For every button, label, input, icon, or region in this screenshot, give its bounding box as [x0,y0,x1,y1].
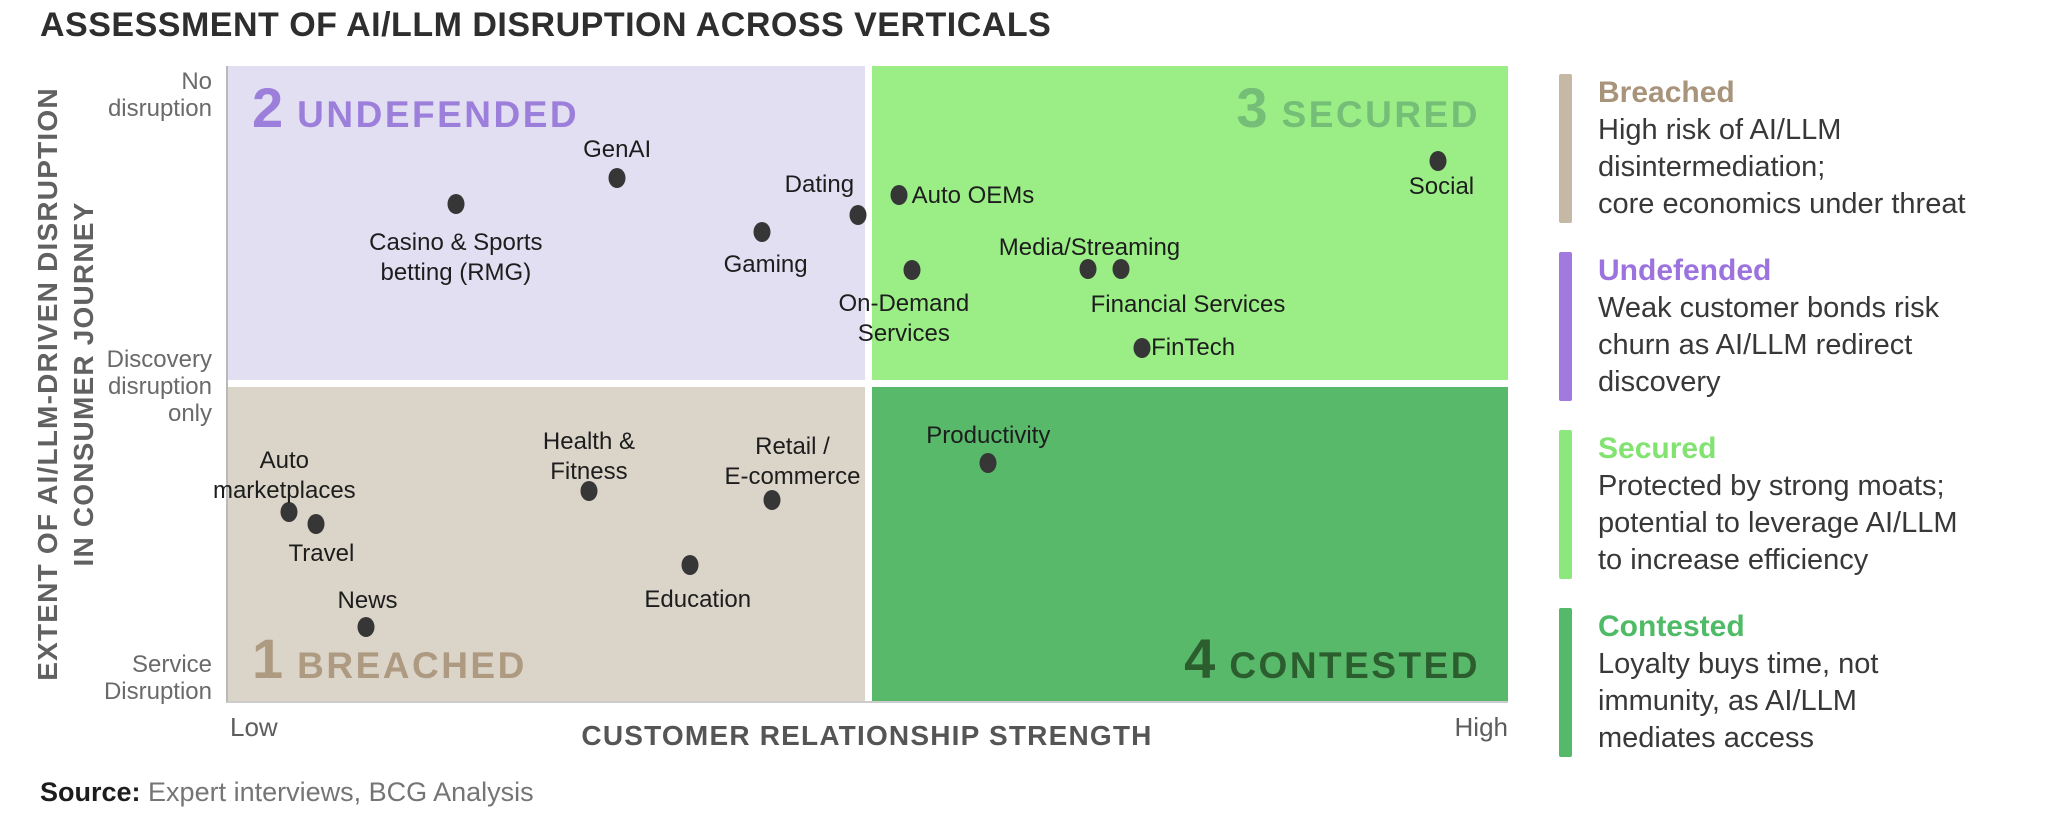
quadrant-plot: 2 UNDEFENDED 3 SECURED 1 BREACHED 4 [213,66,1508,703]
quadrant-number: 4 [1184,627,1216,690]
legend-description-contested: Loyalty buys time, not immunity, as AI/L… [1598,648,1879,754]
point-label-fintech: FinTech [1151,333,1236,361]
point-dot-casino-sports-betting-rmg [447,193,465,214]
point-dot-education [681,555,699,576]
quadrant-breached: 1 BREACHED [228,387,865,701]
point-dot-financial-services [1112,258,1130,279]
x-axis-title: CUSTOMER RELATIONSHIP STRENGTH [581,720,1153,751]
point-label-social: Social [1408,172,1475,200]
point-dot-auto-marketplaces [280,501,298,522]
point-label-health-fitness: Health & Fitness [542,427,635,485]
source-text: Expert interviews, BCG Analysis [148,777,534,807]
point-label-auto-oems: Auto OEMs [911,181,1035,209]
quadrant-secured: 3 SECURED [871,66,1508,380]
quadrant-secured-label: 3 SECURED [1236,80,1480,136]
y-tick-service-disruption: Service Disruption [103,651,212,705]
quadrant-name: UNDEFENDED [297,94,580,135]
quadrant-name: BREACHED [297,645,527,686]
point-dot-fintech [1133,337,1151,358]
legend-color-bar-contested [1559,608,1572,757]
quadrant-grid: 2 UNDEFENDED 3 SECURED 1 BREACHED 4 [228,66,1508,701]
source-line: Source: Expert interviews, BCG Analysis [40,777,534,808]
legend-heading-contested: Contested [1598,610,1745,643]
point-dot-on-demand-services [903,260,921,281]
quadrant-name: SECURED [1281,94,1480,135]
quadrant-number: 3 [1236,76,1268,139]
legend-description-undefended: Weak customer bonds risk churn as AI/LLM… [1598,292,1940,398]
point-label-retail-e-commerce: Retail / E-commerce [724,432,861,490]
point-label-financial-services: Financial Services [1090,291,1286,319]
point-dot-gaming [753,221,771,242]
point-label-auto-marketplaces: Auto marketplaces [212,446,356,504]
x-tick-low: Low [230,712,278,742]
point-label-gaming: Gaming [723,251,808,279]
point-label-on-demand-services: On-Demand Services [838,290,970,348]
point-dot-productivity [979,452,997,473]
y-tick-discovery-disruption-only: Discovery disruption only [106,346,212,427]
source-label: Source: [40,777,141,807]
point-dot-health-fitness [580,481,598,502]
point-dot-genai [608,168,626,189]
quadrant-name: CONTESTED [1229,645,1480,686]
quadrant-contested: 4 CONTESTED [871,387,1508,701]
point-label-education: Education [644,586,752,614]
legend-heading-secured: Secured [1598,432,1717,465]
quadrant-contested-label: 4 CONTESTED [1184,631,1480,687]
point-label-dating: Dating [784,170,855,198]
legend-description-secured: Protected by strong moats; potential to … [1598,470,1958,576]
y-tick-no-disruption: No disruption [107,68,212,122]
point-dot-retail-e-commerce [763,489,781,510]
point-label-casino-sports-betting-rmg: Casino & Sports betting (RMG) [369,229,543,287]
legend-heading-undefended: Undefended [1598,254,1772,287]
point-label-productivity: Productivity [926,421,1051,449]
legend-heading-breached: Breached [1598,76,1735,109]
page-title: ASSESSMENT OF AI/LLM DISRUPTION ACROSS V… [40,6,1052,44]
point-dot-auto-oems [890,184,908,205]
point-dot-media-streaming [1079,258,1097,279]
point-dot-social [1429,150,1447,171]
quadrant-number: 2 [252,76,284,139]
legend-color-bar-undefended [1559,252,1572,401]
legend-description-breached: High risk of AI/LLM disintermediation; c… [1598,114,1966,220]
quadrant-undefended-label: 2 UNDEFENDED [252,80,579,136]
point-dot-travel [307,514,325,535]
point-dot-dating [849,204,867,225]
quadrant-breached-label: 1 BREACHED [252,631,527,687]
quadrant-number: 1 [252,627,284,690]
x-tick-high: High [1454,712,1508,742]
points-layer: Casino & Sports betting (RMG) GenAI Gaming… [213,66,1508,701]
point-label-media-streaming: Media/Streaming [998,233,1181,261]
point-label-news: News [337,587,398,615]
legend-color-bar-breached [1559,74,1572,223]
point-dot-news [357,617,375,638]
point-label-genai: GenAI [583,135,652,163]
legend-color-bar-secured [1559,430,1572,579]
point-label-travel: Travel [288,539,355,567]
